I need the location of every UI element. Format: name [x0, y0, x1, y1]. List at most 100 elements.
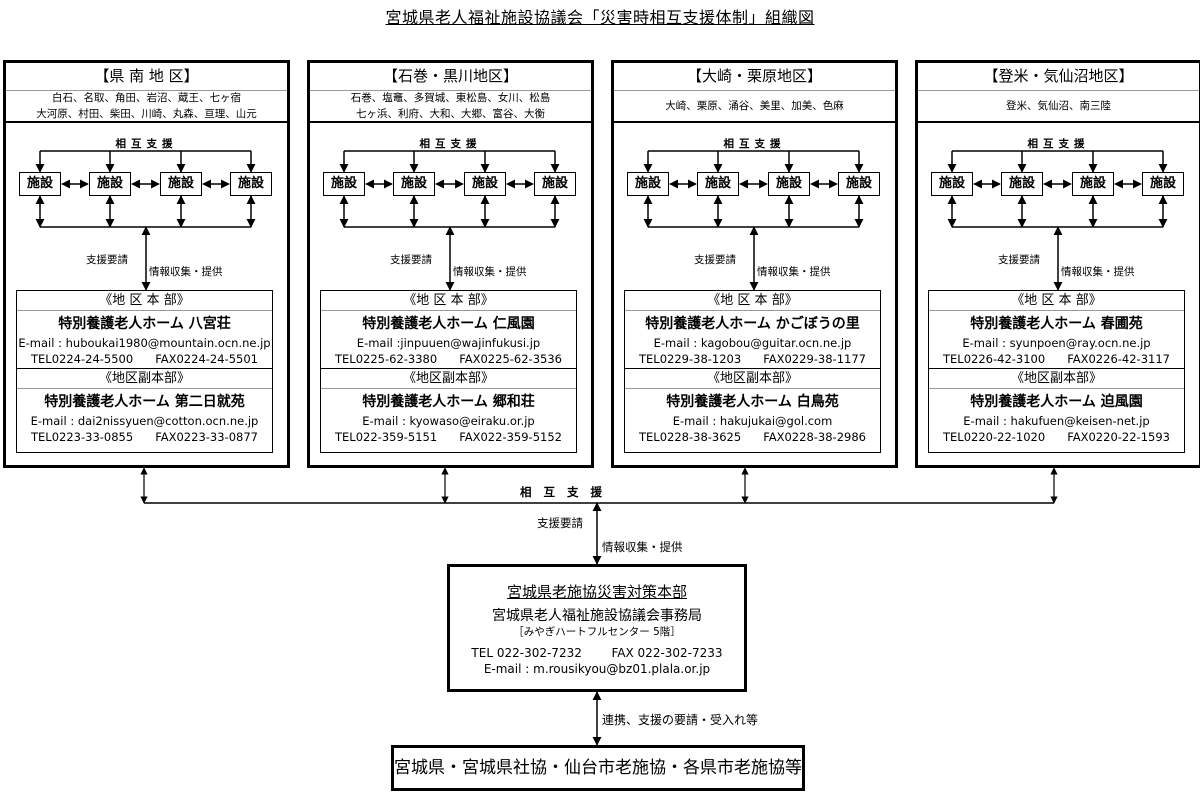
region-towns-line: 大河原、村田、柴田、川崎、丸森、亘理、山元 [36, 108, 257, 120]
region-info-label: 情報収集・提供 [453, 266, 527, 278]
district-hq-fax: FAX0224-24-5501 [155, 352, 258, 366]
district-hq-box: 《地 区 本 部》 特別養護老人ホーム かごぼうの里 E-mail : kago… [624, 290, 881, 453]
facility-box: 施設 [697, 172, 739, 196]
facility-box: 施設 [768, 172, 810, 196]
district-sub-hq-tel: TEL0228-38-3625 [639, 430, 742, 444]
region-info-label: 情報収集・提供 [757, 266, 831, 278]
middle-mutual-support-label: 相互支援 [520, 485, 614, 499]
district-sub-hq-phone-row: TEL0220-22-1020 FAX0220-22-1593 [929, 429, 1184, 446]
district-hq-fax: FAX0225-62-3536 [459, 352, 562, 366]
district-sub-hq-title: 《地区副本部》 [929, 369, 1184, 389]
district-sub-hq-name: 特別養護老人ホーム 郷和荘 [362, 394, 535, 410]
region-towns: 登米、気仙沼、南三陸 [918, 91, 1199, 123]
facility-box: 施設 [393, 172, 435, 196]
district-hq-phone-row: TEL0229-38-1203 FAX0229-38-1177 [625, 351, 880, 369]
district-hq-box: 《地 区 本 部》 特別養護老人ホーム 春圃苑 E-mail : syunpoe… [928, 290, 1185, 453]
page-title: 宮城県老人福祉施設協議会「災害時相互支援体制」組織図 [385, 8, 815, 27]
region-box: 【石巻・黒川地区】石巻、塩竈、多賀城、東松島、女川、松島七ヶ浜、利府、大和、大郷… [307, 60, 594, 468]
region-mutual-support-label: 相互支援 [419, 138, 482, 150]
district-hq-box: 《地 区 本 部》 特別養護老人ホーム 仁風園 E-mail :jinpuuen… [320, 290, 577, 453]
region-request-label: 支援要請 [390, 254, 432, 266]
district-hq-phone-row: TEL0226-42-3100 FAX0226-42-3117 [929, 351, 1184, 369]
central-hq-fax: FAX 022-302-7233 [611, 646, 723, 660]
region-box: 【大崎・栗原地区】大崎、栗原、涌谷、美里、加美、色麻相互支援施設施設施設施設支援… [611, 60, 898, 468]
district-hq-tel: TEL0224-24-5500 [31, 352, 134, 366]
central-hq-email: E-mail : m.rousikyou@bz01.plala.or.jp [483, 662, 711, 676]
district-hq-tel: TEL0229-38-1203 [639, 352, 742, 366]
district-hq-title: 《地 区 本 部》 [321, 291, 576, 311]
facility-box: 施設 [230, 172, 272, 196]
district-sub-hq-fax: FAX0220-22-1593 [1067, 430, 1170, 444]
central-hq-org: 宮城県老人福祉施設協議会事務局 [492, 608, 702, 624]
district-hq-fax: FAX0229-38-1177 [763, 352, 866, 366]
district-sub-hq-name: 特別養護老人ホーム 白鳥苑 [666, 394, 839, 410]
region-mutual-support-label: 相互支援 [1027, 138, 1090, 150]
facility-box: 施設 [931, 172, 973, 196]
region-name: 【大崎・栗原地区】 [614, 63, 895, 91]
middle-request-label: 支援要請 [537, 516, 583, 530]
district-sub-hq-email: E-mail : kyowaso@eiraku.or.jp [362, 414, 535, 428]
central-hq-tel: TEL 022-302-7232 [471, 646, 582, 660]
bottom-link-label: 連携、支援の要請・受入れ等 [602, 713, 759, 727]
region-request-label: 支援要請 [694, 254, 736, 266]
district-sub-hq-email: E-mail : dai2nissyuen@cotton.ocn.ne.jp [30, 414, 259, 428]
region-name: 【石巻・黒川地区】 [310, 63, 591, 91]
district-sub-hq-phone-row: TEL0228-38-3625 FAX0228-38-2986 [625, 429, 880, 446]
region-request-label: 支援要請 [998, 254, 1040, 266]
region-name: 【登米・気仙沼地区】 [918, 63, 1199, 91]
region-towns-line: 大崎、栗原、涌谷、美里、加美、色麻 [665, 100, 844, 112]
district-hq-name: 特別養護老人ホーム かごぼうの里 [645, 316, 860, 332]
middle-info-label: 情報収集・提供 [602, 540, 683, 554]
facility-box: 施設 [464, 172, 506, 196]
facility-box: 施設 [534, 172, 576, 196]
central-hq-phone-row: TEL 022-302-7232 FAX 022-302-7233 [450, 645, 744, 661]
district-sub-hq-email: E-mail : hakufuen@keisen-net.jp [963, 414, 1150, 428]
district-sub-hq-tel: TEL022-359-5151 [335, 430, 438, 444]
district-sub-hq-email: E-mail : hakujukai@gol.com [672, 414, 833, 428]
district-hq-name: 特別養護老人ホーム 春圃苑 [970, 316, 1143, 332]
district-sub-hq-name: 特別養護老人ホーム 迫風園 [970, 394, 1143, 410]
central-hq-title: 宮城県老施協災害対策本部 [506, 583, 687, 601]
district-hq-fax: FAX0226-42-3117 [1067, 352, 1170, 366]
region-mutual-support-label: 相互支援 [115, 138, 178, 150]
district-hq-phone-row: TEL0224-24-5500 FAX0224-24-5501 [17, 351, 272, 369]
region-name: 【県 南 地 区】 [6, 63, 287, 91]
district-sub-hq-title: 《地区副本部》 [321, 369, 576, 389]
district-sub-hq-title: 《地区副本部》 [17, 369, 272, 389]
district-hq-title: 《地 区 本 部》 [625, 291, 880, 311]
district-sub-hq-phone-row: TEL0223-33-0855 FAX0223-33-0877 [17, 429, 272, 446]
region-request-label: 支援要請 [86, 254, 128, 266]
district-hq-name: 特別養護老人ホーム 仁風園 [362, 316, 535, 332]
region-mutual-support-label: 相互支援 [723, 138, 786, 150]
facility-box: 施設 [838, 172, 880, 196]
district-sub-hq-tel: TEL0223-33-0855 [31, 430, 134, 444]
region-towns-line: 石巻、塩竈、多賀城、東松島、女川、松島 [350, 92, 551, 104]
district-hq-phone-row: TEL0225-62-3380 FAX0225-62-3536 [321, 351, 576, 369]
region-box: 【登米・気仙沼地区】登米、気仙沼、南三陸相互支援施設施設施設施設支援要請情報収集… [915, 60, 1200, 468]
district-hq-email: E-mail : syunpoen@ray.ocn.ne.jp [962, 336, 1151, 350]
district-hq-email: E-mail :jinpuuen@wajinfukusi.jp [356, 336, 541, 350]
district-hq-email: E-mail : kagobou@guitar.ocn.ne.jp [653, 336, 852, 350]
district-hq-title: 《地 区 本 部》 [17, 291, 272, 311]
facility-box: 施設 [1001, 172, 1043, 196]
district-sub-hq-fax: FAX0228-38-2986 [763, 430, 866, 444]
region-box: 【県 南 地 区】白石、名取、角田、岩沼、蔵王、七ヶ宿大河原、村田、柴田、川崎、… [3, 60, 290, 468]
region-towns-line: 七ヶ浜、利府、大和、大郷、富谷、大衡 [356, 108, 545, 120]
central-hq-location: ［みやぎハートフルセンター 5階］ [513, 626, 681, 638]
facility-box: 施設 [19, 172, 61, 196]
district-sub-hq-fax: FAX0223-33-0877 [155, 430, 258, 444]
district-hq-title: 《地 区 本 部》 [929, 291, 1184, 311]
facility-box: 施設 [1142, 172, 1184, 196]
district-sub-hq-tel: TEL0220-22-1020 [943, 430, 1046, 444]
district-hq-name: 特別養護老人ホーム 八宮荘 [58, 316, 231, 332]
partner-organizations-box: 宮城県・宮城県社協・仙台市老施協・各県市老施協等 [391, 745, 805, 791]
facility-box: 施設 [89, 172, 131, 196]
district-hq-tel: TEL0225-62-3380 [335, 352, 438, 366]
region-towns: 白石、名取、角田、岩沼、蔵王、七ヶ宿大河原、村田、柴田、川崎、丸森、亘理、山元 [6, 91, 287, 123]
region-towns-line: 登米、気仙沼、南三陸 [1006, 100, 1111, 112]
district-hq-tel: TEL0226-42-3100 [943, 352, 1046, 366]
central-hq-box: 宮城県老施協災害対策本部 宮城県老人福祉施設協議会事務局 ［みやぎハートフルセン… [447, 564, 747, 692]
facility-box: 施設 [160, 172, 202, 196]
facility-box: 施設 [1072, 172, 1114, 196]
district-sub-hq-name: 特別養護老人ホーム 第二日就苑 [44, 394, 245, 410]
